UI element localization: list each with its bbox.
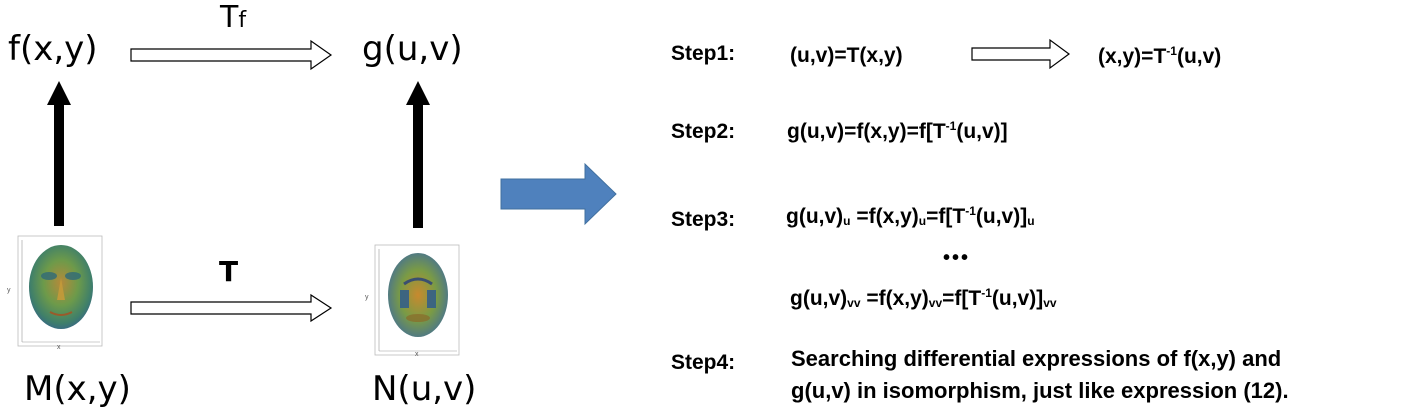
label-tf: Tf [220,0,247,35]
face-plot-n [374,244,460,356]
transition-arrow [500,162,617,226]
step3-ellipsis: ••• [943,247,971,269]
step3-line2: g(u,v)vv =f(x,y)vv=f[T-1(u,v)]vv [790,286,1057,310]
left-vertical-arrow [47,81,71,226]
label-g-uv: g(u,v) [362,29,463,69]
label-f-xy: f(x,y) [8,29,98,69]
top-hollow-arrow [130,39,333,71]
plot-m-ylabel: y [7,287,11,294]
plot-m-xlabel: x [57,344,61,351]
label-t: T [219,255,239,288]
label-n-uv: N(u,v) [372,369,477,409]
step2-label: Step2: [671,120,736,143]
step2-expr: g(u,v)=f(x,y)=f[T-1(u,v)] [787,119,1008,143]
step4-line2: g(u,v) in isomorphism, just like express… [791,378,1289,403]
step1-label: Step1: [671,42,736,65]
step1-hollow-arrow [971,38,1071,70]
step4-label: Step4: [671,351,736,374]
step3-label: Step3: [671,208,736,231]
bottom-hollow-arrow [130,293,333,323]
step1-rhs: (x,y)=T-1(u,v) [1098,44,1222,68]
label-m-xy: M(x,y) [24,369,131,409]
plot-n-xlabel: x [415,351,419,358]
right-vertical-arrow [406,81,430,228]
step3-line1: g(u,v)u =f(x,y)u=f[T-1(u,v)]u [786,204,1035,228]
step4-line1: Searching differential expressions of f(… [791,346,1282,371]
step1-lhs: (u,v)=T(x,y) [790,44,903,67]
face-plot-m [17,235,103,347]
plot-n-ylabel: y [365,294,369,301]
